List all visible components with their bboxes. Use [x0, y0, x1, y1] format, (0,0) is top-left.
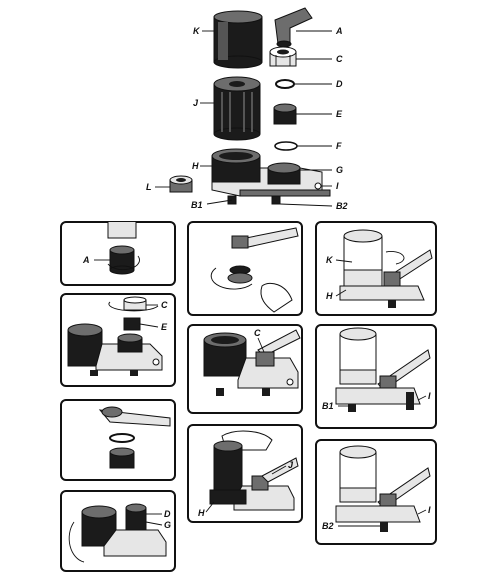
- label-j-step7: J: [288, 460, 294, 470]
- step-panel-10: B2 I: [315, 439, 437, 545]
- part-b1-b2-outlets: [227, 195, 281, 205]
- label-h: H: [192, 161, 199, 171]
- label-k: K: [193, 26, 201, 36]
- part-k-cover: [213, 10, 263, 69]
- part-a-elbow: [274, 7, 313, 48]
- label-i-step10: I: [428, 505, 431, 515]
- label-e: E: [336, 109, 343, 119]
- label-h-step8: H: [326, 291, 333, 301]
- label-g: G: [336, 165, 343, 175]
- label-b1-step9: B1: [322, 401, 334, 411]
- label-f: F: [336, 141, 342, 151]
- label-g-step4: G: [164, 520, 171, 530]
- step-panel-6: C: [187, 324, 303, 414]
- label-j: J: [193, 98, 199, 108]
- part-f-ring: [274, 141, 298, 151]
- label-k-step8: K: [326, 255, 334, 265]
- step-panel-4: D G: [60, 490, 176, 572]
- part-e-insert: [273, 103, 297, 125]
- label-c-step6: C: [254, 328, 261, 338]
- label-e-step2: E: [161, 322, 168, 332]
- step-panel-3: [60, 399, 176, 481]
- part-h-base: [211, 148, 331, 197]
- part-d-ring: [275, 79, 295, 89]
- part-c-nut: [269, 46, 297, 67]
- label-c: C: [336, 54, 343, 64]
- label-i-step9: I: [428, 391, 431, 401]
- part-l-fitting: [169, 175, 193, 193]
- exploded-view: K A C D J E F H G I L B1 B2: [146, 7, 348, 211]
- label-c-step2: C: [161, 300, 168, 310]
- label-a-step1: A: [82, 255, 90, 265]
- step-panel-8: K H: [315, 221, 437, 316]
- label-b2-step10: B2: [322, 521, 334, 531]
- label-d: D: [336, 79, 343, 89]
- part-g-valve: [267, 162, 301, 185]
- label-i: I: [336, 181, 339, 191]
- step-panel-2: C E: [60, 293, 176, 387]
- step-panel-5: [187, 221, 303, 316]
- step-panel-9: B1 I: [315, 324, 437, 429]
- part-j-cartridge: [213, 76, 261, 141]
- label-a: A: [335, 26, 343, 36]
- label-d-step4: D: [164, 509, 171, 519]
- label-l: L: [146, 182, 152, 192]
- label-b1: B1: [191, 200, 203, 210]
- label-b2: B2: [336, 201, 348, 211]
- step-panel-7: J H: [187, 424, 303, 523]
- step-panel-1: A: [60, 221, 176, 286]
- label-h-step7: H: [198, 508, 205, 518]
